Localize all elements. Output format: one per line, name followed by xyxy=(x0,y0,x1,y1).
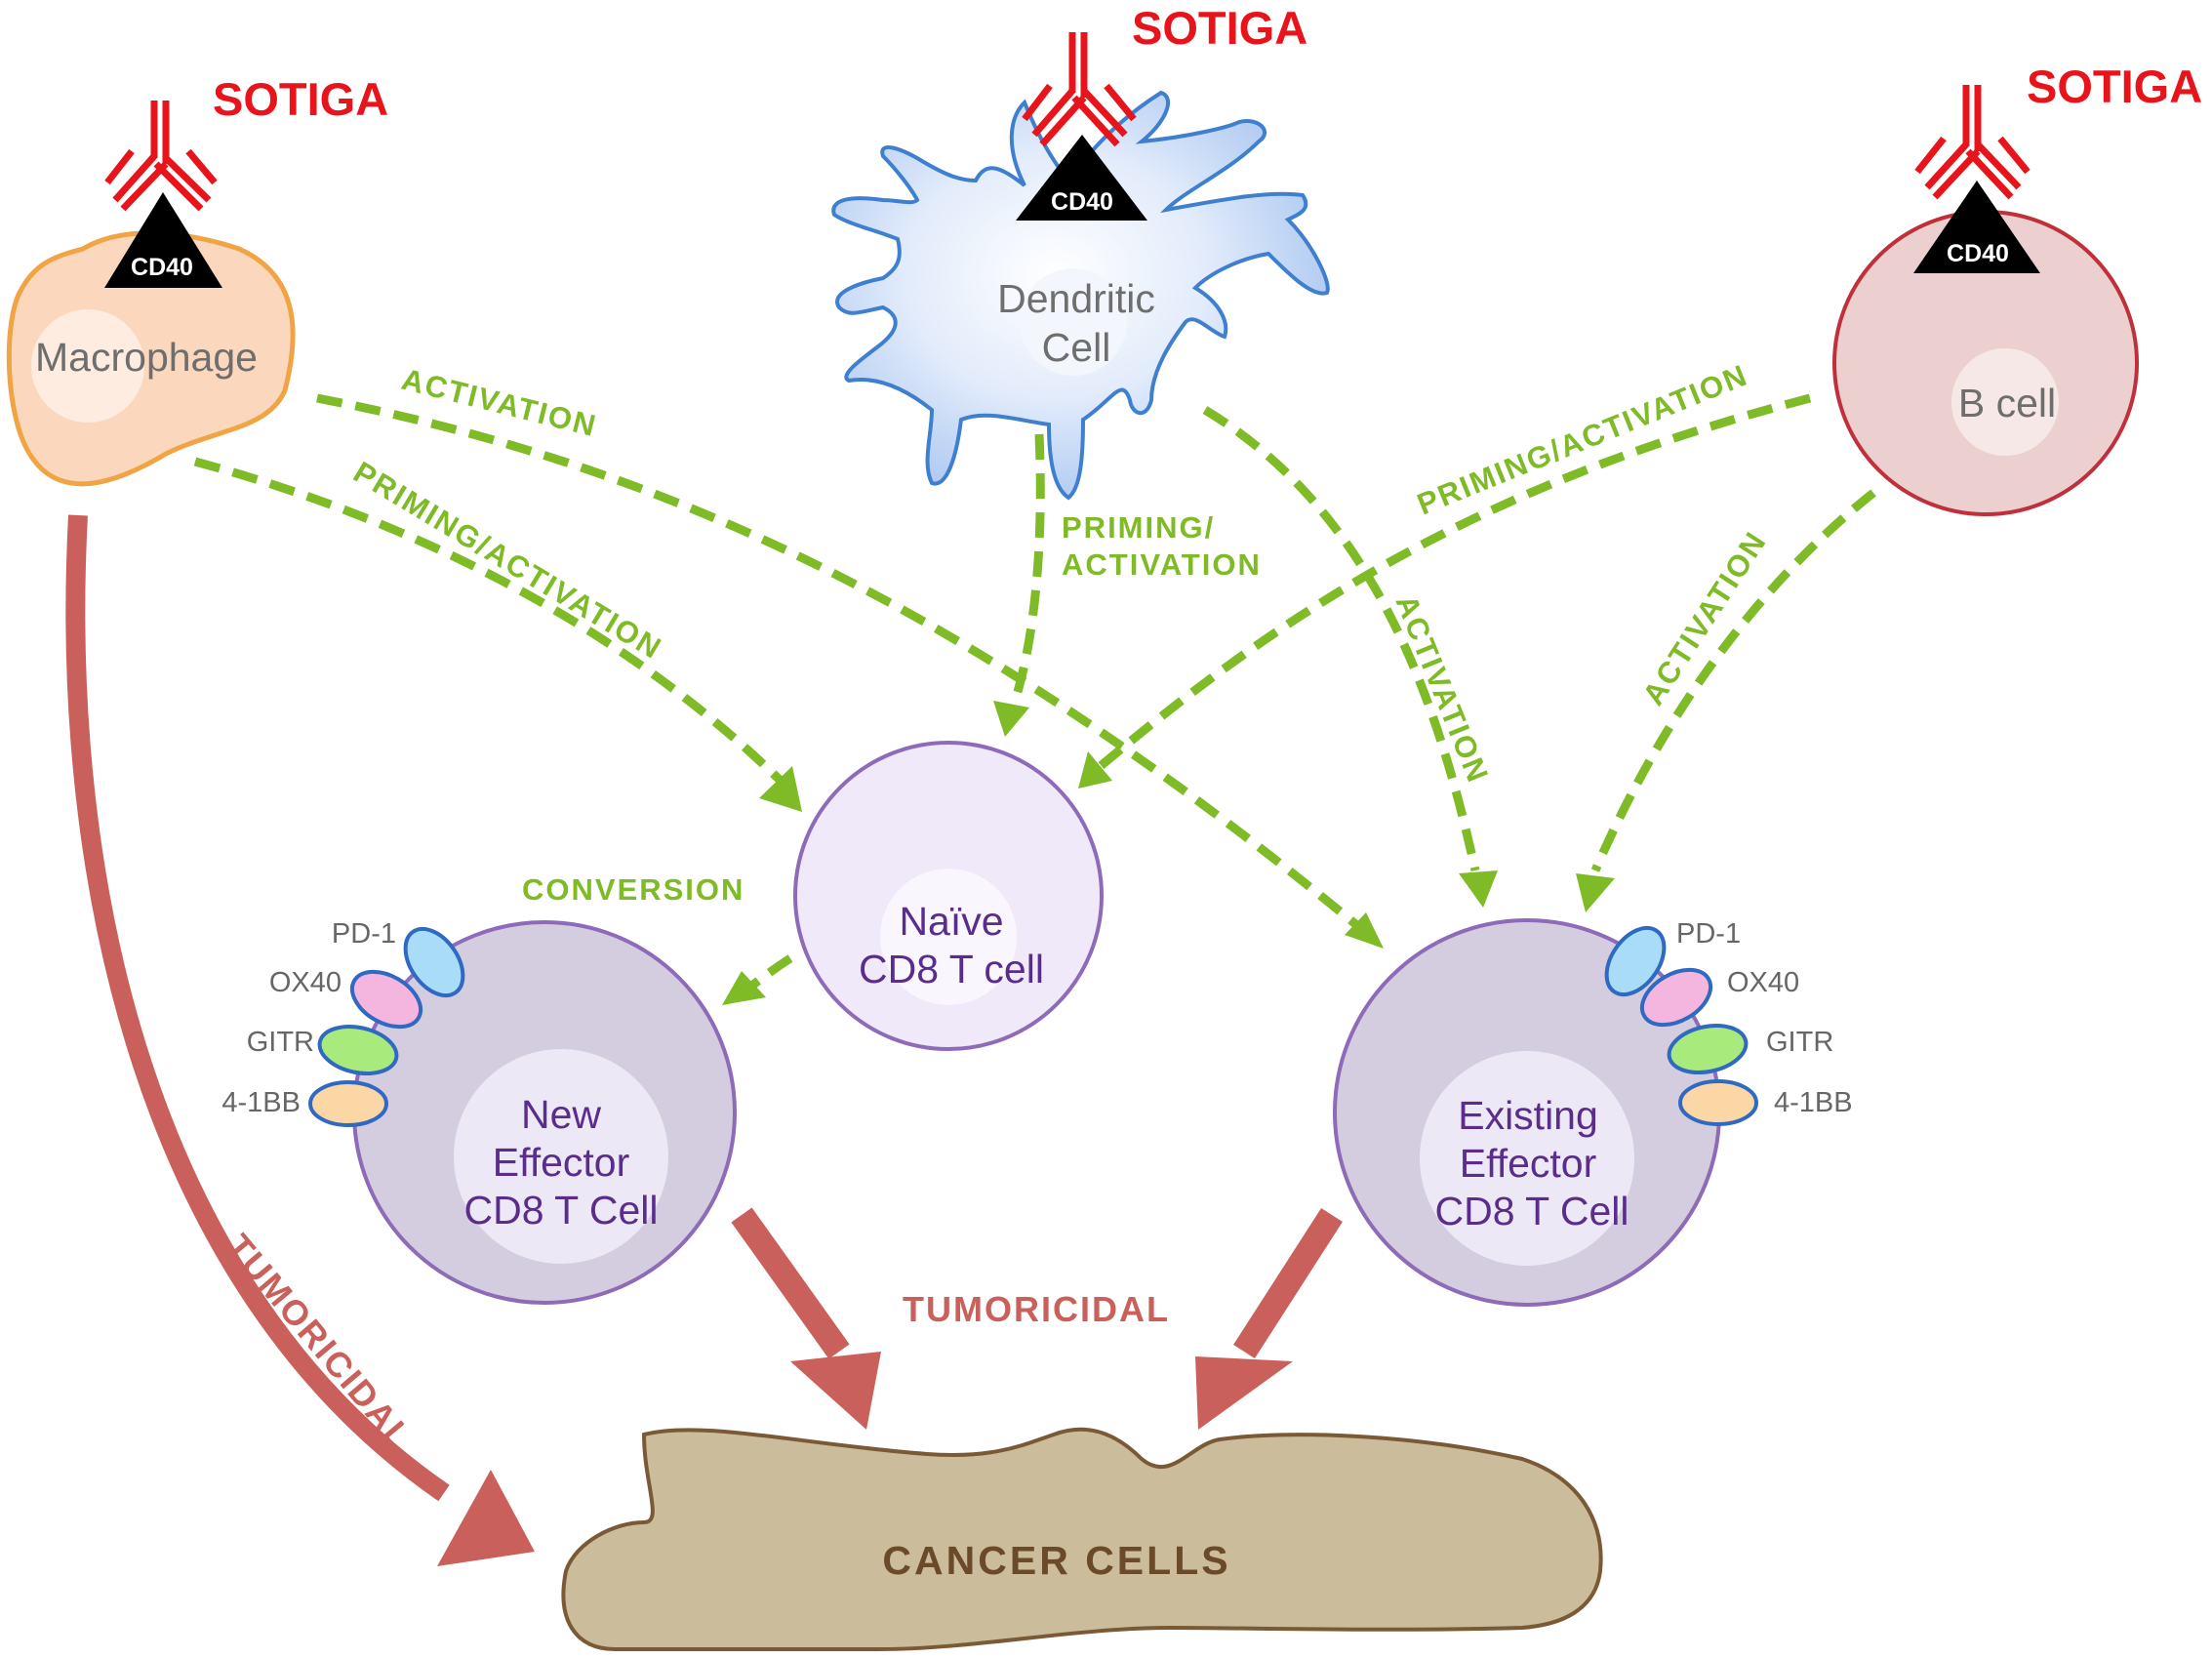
center-tumoricidal-label: TUMORICIDAL xyxy=(903,1289,1170,1329)
cancer-cells: CANCER CELLS xyxy=(561,1427,1603,1652)
conversion-arrowhead xyxy=(722,971,766,1005)
existing-effector-tumoricidal-arrow-head xyxy=(1195,1356,1293,1430)
macrophage-sotiga-label: SOTIGA xyxy=(213,73,388,125)
existing-effector-41bb-label: 4-1BB xyxy=(1774,1087,1853,1118)
bcell-cd40-label: CD40 xyxy=(1947,240,2009,267)
activation-arrowheads xyxy=(722,701,1615,1005)
dendritic-cd40-group: CD40 SOTIGA xyxy=(1016,2,1307,221)
existing-effector-nucleus xyxy=(1420,1051,1634,1266)
macrophage-priming-arrow xyxy=(193,457,792,792)
new-effector-label-line3: CD8 T Cell xyxy=(464,1188,659,1233)
dendritic-cell: Dendritic Cell xyxy=(831,90,1330,501)
existing-effector-ox40-marker xyxy=(1639,967,1713,1028)
new-effector-tumoricidal-arrow-shaft xyxy=(731,1207,850,1359)
bcell-antibody-icon xyxy=(1914,85,2031,200)
new-effector-nucleus xyxy=(454,1049,668,1264)
macrophage-tumoricidal-label: TUMORICIDAL xyxy=(219,1227,422,1457)
bcell-priming-label: PRIMING/ACTIVATION xyxy=(1413,357,1753,521)
macrophage-cd40-receptor xyxy=(104,192,222,288)
macrophage-antibody-icon xyxy=(104,101,218,212)
existing-effector-gitr-marker xyxy=(1667,1024,1749,1074)
dendritic-priming-arrowhead xyxy=(993,701,1029,737)
bcell-sotiga-label: SOTIGA xyxy=(2027,61,2202,112)
dendritic-antibody-icon xyxy=(1022,32,1137,147)
naive-label-line1: Naïve xyxy=(899,899,1003,944)
existing-effector-gitr-label: GITR xyxy=(1766,1027,1833,1058)
macrophage-priming-arrowhead xyxy=(759,766,802,812)
macrophage-cd40-label: CD40 xyxy=(131,254,193,281)
macrophage-activation-arrow xyxy=(316,393,1374,941)
new-effector-gitr-label: GITR xyxy=(247,1027,314,1058)
bcell-activation-arrow xyxy=(1590,489,1876,872)
macrophage-activation-label: ACTIVATION xyxy=(398,362,600,444)
new-effector-label-line1: New xyxy=(521,1092,601,1137)
existing-effector-label-line2: Effector xyxy=(1460,1141,1597,1186)
macrophage-activation-arrowhead xyxy=(1345,912,1384,949)
dendritic-priming-label-line2: ACTIVATION xyxy=(1062,547,1262,582)
bcell-priming-arrowhead xyxy=(1078,751,1112,789)
new-effector-41bb-label: 4-1BB xyxy=(221,1087,301,1118)
activation-arrows xyxy=(193,393,1876,994)
macrophage-tumoricidal-arrow-head xyxy=(437,1470,535,1566)
dendritic-cd40-receptor xyxy=(1016,135,1147,221)
existing-effector-label-line1: Existing xyxy=(1458,1093,1598,1138)
new-effector-ox40-label: OX40 xyxy=(269,967,342,998)
new-effector-ox40-marker xyxy=(349,969,423,1030)
conversion-label: CONVERSION xyxy=(522,872,744,907)
dendritic-priming-arrow xyxy=(1008,433,1045,709)
naive-nucleus xyxy=(880,869,1017,1005)
macrophage-label: Macrophage xyxy=(35,335,258,380)
macrophage-priming-label: PRIMING/ACTIVATION xyxy=(347,455,667,666)
bcell-cd40-receptor xyxy=(1913,181,2040,273)
dendritic-priming-label-line1: PRIMING/ xyxy=(1062,510,1215,545)
bcell-cd40-group: CD40 SOTIGA xyxy=(1913,61,2202,273)
bcell-nucleus xyxy=(1951,348,2059,456)
bcell-priming-arrow xyxy=(1092,393,1812,775)
b-cell: B cell xyxy=(1832,210,2139,516)
bcell-activation-arrowhead xyxy=(1576,873,1615,912)
new-effector-41bb-marker xyxy=(308,1080,388,1127)
existing-effector-pd1-marker xyxy=(1604,925,1667,997)
dendritic-activation-arrow xyxy=(1202,406,1480,871)
macrophage-tumoricidal-arrow-shaft xyxy=(65,514,450,1502)
new-effector-t-cell: New Effector CD8 T Cell PD-1 OX40 GITR 4… xyxy=(221,918,737,1305)
existing-effector-tumoricidal-arrow-shaft xyxy=(1233,1207,1343,1359)
cancer-cells-label: CANCER CELLS xyxy=(882,1538,1230,1583)
dendritic-label-line2: Cell xyxy=(1042,325,1111,370)
existing-effector-t-cell: Existing Effector CD8 T Cell PD-1 OX40 G… xyxy=(1333,918,1853,1307)
naive-t-cell: Naïve CD8 T cell xyxy=(793,741,1104,1051)
existing-effector-41bb-marker xyxy=(1678,1079,1758,1126)
macrophage-cd40-group: CD40 SOTIGA xyxy=(104,73,388,288)
new-effector-label-line2: Effector xyxy=(493,1140,630,1185)
existing-effector-label-line3: CD8 T Cell xyxy=(1435,1189,1629,1233)
naive-label-line2: CD8 T cell xyxy=(859,947,1044,991)
cancer-cells-body xyxy=(561,1427,1603,1652)
dendritic-sotiga-label: SOTIGA xyxy=(1132,2,1307,54)
new-effector-gitr-marker xyxy=(317,1025,399,1075)
existing-effector-ox40-label: OX40 xyxy=(1727,967,1799,998)
dendritic-cd40-label: CD40 xyxy=(1051,188,1113,216)
new-effector-tumoricidal-arrow-head xyxy=(790,1352,881,1430)
macrophage-cell: Macrophage xyxy=(6,230,296,487)
tumoricidal-arrows xyxy=(65,514,1343,1566)
macrophage-nucleus xyxy=(31,309,144,423)
new-effector-pd1-marker xyxy=(403,926,465,998)
existing-effector-pd1-label: PD-1 xyxy=(1676,918,1741,950)
dendritic-nucleus xyxy=(1020,268,1127,376)
new-effector-pd1-label: PD-1 xyxy=(332,918,396,950)
dendritic-label-line1: Dendritic xyxy=(997,276,1155,321)
bcell-label: B cell xyxy=(1958,381,2056,425)
dendritic-activation-arrowhead xyxy=(1459,870,1498,908)
